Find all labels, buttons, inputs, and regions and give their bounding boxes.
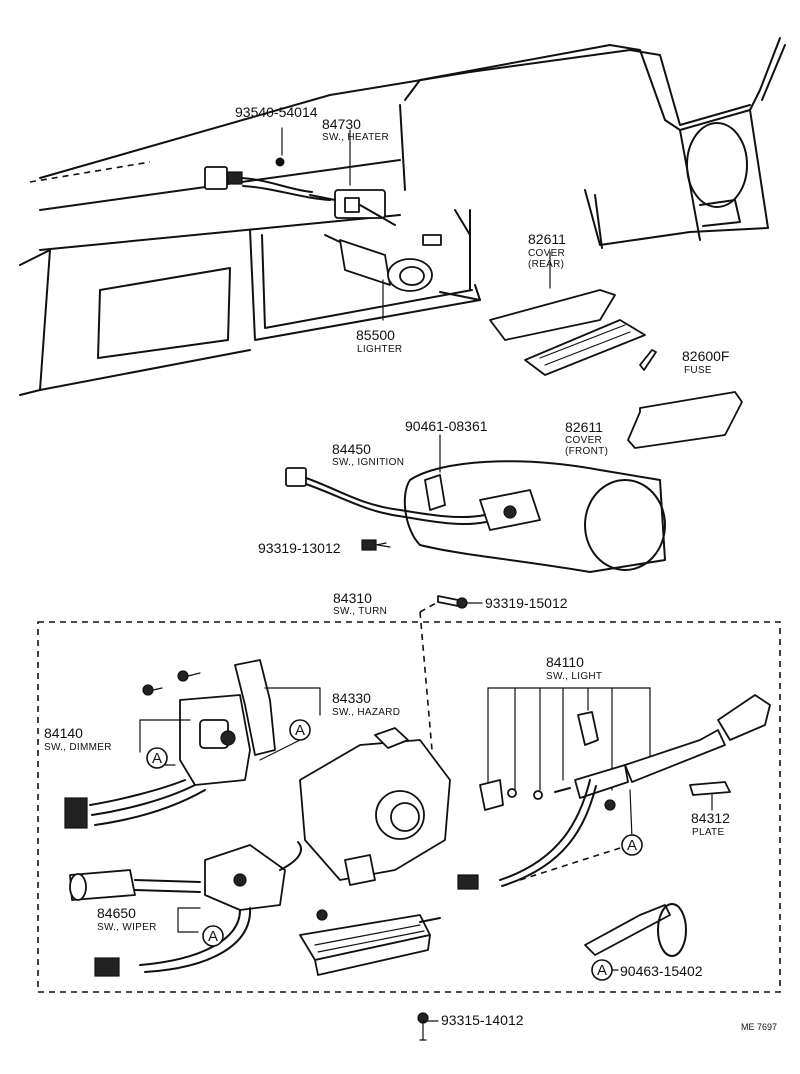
label-82600f-name: FUSE xyxy=(684,365,712,376)
label-82600f: 82600F xyxy=(682,348,729,364)
svg-text:A: A xyxy=(295,722,305,739)
bottom-bolt xyxy=(417,1012,429,1041)
label-84450: 84450 xyxy=(332,441,371,457)
label-82611-front: 82611 xyxy=(565,419,603,435)
cigarette-lighter xyxy=(324,234,433,321)
circle-marker-dimmer: A xyxy=(146,747,168,769)
dashboard-outline xyxy=(19,37,786,396)
label-84312-name: PLATE xyxy=(692,827,724,838)
svg-text:A: A xyxy=(597,962,607,979)
cable-tie xyxy=(584,903,687,957)
connector xyxy=(299,909,441,976)
label-84110-name: SW., LIGHT xyxy=(546,671,602,682)
label-85500: 85500 xyxy=(356,327,395,343)
label-93319-13012: 93319-13012 xyxy=(258,540,341,556)
fuse-cover-front xyxy=(627,391,743,449)
label-84330: 84330 xyxy=(332,690,371,706)
label-93540: 93540-54014 xyxy=(235,104,318,120)
label-93315: 93315-14012 xyxy=(441,1012,524,1028)
label-85500-name: LIGHTER xyxy=(357,344,402,355)
circle-marker-wiper: A xyxy=(202,925,224,947)
svg-text:A: A xyxy=(152,750,162,767)
ignition-column xyxy=(285,434,666,573)
label-84330-name: SW., HAZARD xyxy=(332,707,400,718)
label-84730: 84730 xyxy=(322,116,361,132)
label-84310-name: SW., TURN xyxy=(333,606,387,617)
label-93319-15012: 93319-15012 xyxy=(485,595,568,611)
label-84140-name: SW., DIMMER xyxy=(44,742,112,753)
label-82611-front-name1: COVER xyxy=(565,435,602,446)
dimmer-hazard-switch xyxy=(64,659,321,829)
label-82611-rear: 82611 xyxy=(528,231,566,247)
circle-marker-light: A xyxy=(621,834,643,856)
label-82611-rear-name1: COVER xyxy=(528,248,565,259)
svg-text:A: A xyxy=(627,837,637,854)
label-84650: 84650 xyxy=(97,905,136,921)
label-84140: 84140 xyxy=(44,725,83,741)
label-82611-rear-name2: (REAR) xyxy=(528,259,564,270)
label-84650-name: SW., WIPER xyxy=(97,922,157,933)
fuse-cover-rear xyxy=(489,251,657,376)
plate xyxy=(689,781,731,811)
light-switch xyxy=(457,687,771,890)
figure-code: ME 7697 xyxy=(741,1022,777,1032)
label-84312: 84312 xyxy=(691,810,730,826)
leader-lines xyxy=(377,544,619,1022)
svg-text:A: A xyxy=(208,928,218,945)
label-90461: 90461-08361 xyxy=(405,418,488,434)
circle-marker-tie: A xyxy=(591,959,613,981)
wiper-switch xyxy=(69,841,302,977)
heater-switch xyxy=(204,127,442,246)
screws xyxy=(142,595,468,696)
label-84110: 84110 xyxy=(546,654,584,670)
label-84730-name: SW., HEATER xyxy=(322,132,389,143)
combination-switch-border xyxy=(37,621,781,993)
label-84310: 84310 xyxy=(333,590,372,606)
circle-marker-hazard: A xyxy=(289,719,311,741)
turn-switch-leader xyxy=(419,611,433,751)
label-84450-name: SW., IGNITION xyxy=(332,457,404,468)
turn-switch-body xyxy=(299,727,451,886)
label-90463: 90463-15402 xyxy=(620,963,703,979)
label-82611-front-name2: (FRONT) xyxy=(565,446,608,457)
